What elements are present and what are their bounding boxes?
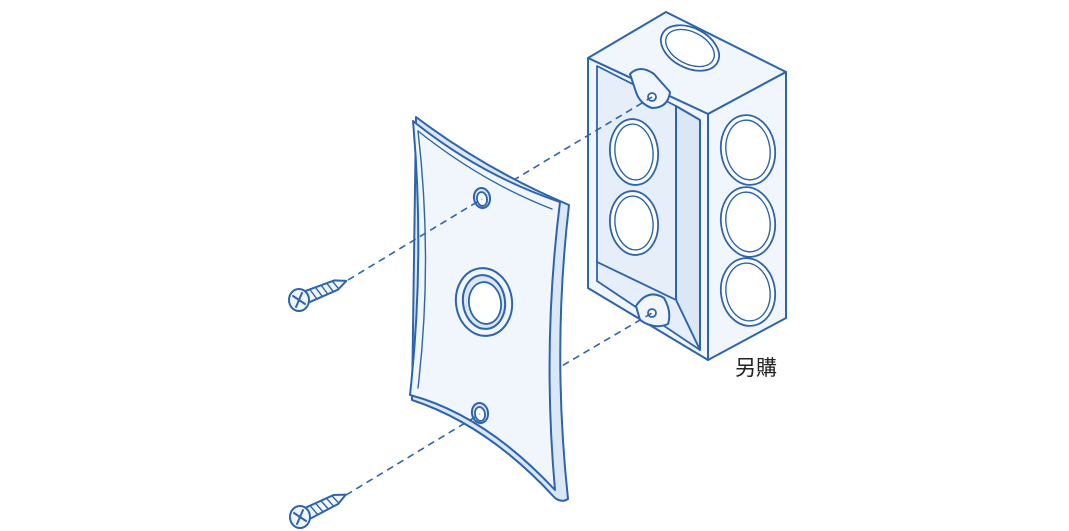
screw-top: [288, 279, 348, 312]
phillips-head-icon: [288, 288, 310, 312]
box-side-knockout: [719, 257, 777, 327]
wall-plate: [409, 116, 570, 502]
alignment-line-top: [347, 198, 483, 281]
box-side-knockout: [719, 114, 777, 186]
alignment-line-top: [481, 96, 653, 200]
alignment-line-bottom: [479, 312, 653, 415]
box-bottom-mounting-tab: [635, 293, 671, 328]
junction-box: [587, 11, 787, 361]
box-side-knockout: [719, 186, 777, 258]
wall-plate-bevel: [417, 130, 427, 389]
phillips-head-icon: [289, 505, 311, 529]
box-top-mounting-tab: [629, 68, 671, 109]
wall-plate-bevel: [417, 130, 553, 210]
box-inner-knockout: [608, 190, 660, 256]
plate-center-hole: [454, 267, 514, 337]
purchase-separately-label: 另購: [735, 356, 777, 380]
box-top-knockout: [660, 24, 720, 72]
alignment-line-bottom: [345, 413, 481, 496]
screw-bottom: [289, 493, 347, 529]
box-bottom-tab-screw-hole: [647, 308, 657, 318]
box-inner-knockout: [608, 118, 660, 186]
